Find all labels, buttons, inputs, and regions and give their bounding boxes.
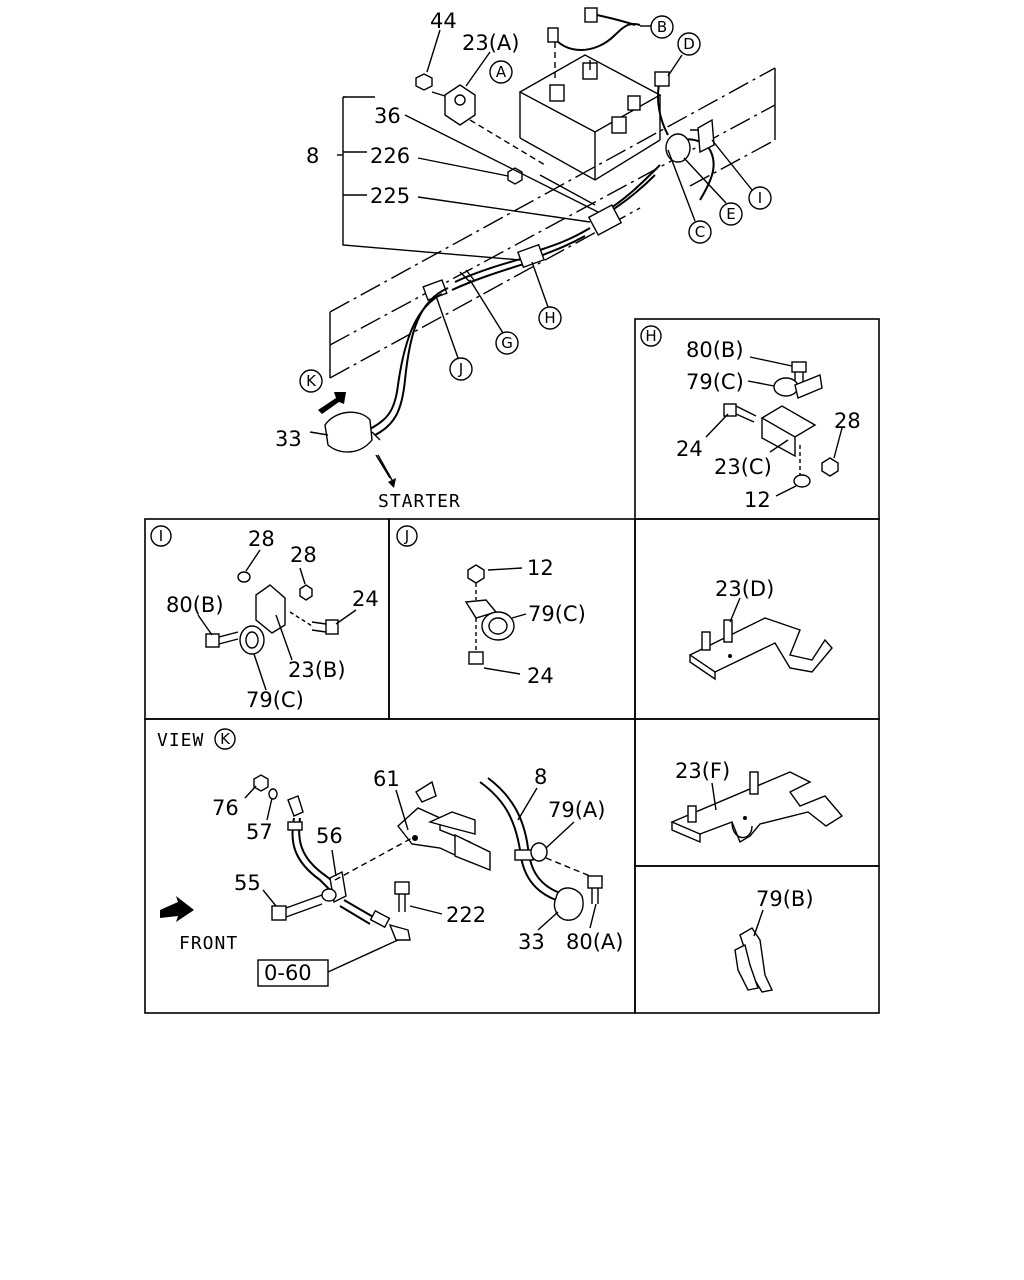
- view-k-ref-box: 0-60: [264, 961, 312, 985]
- view-k-222: 222: [446, 903, 486, 927]
- panel-i-28a: 28: [248, 527, 275, 551]
- circle-ref-d: D: [667, 32, 701, 77]
- svg-text:D: D: [683, 35, 695, 53]
- callout-226: 226: [370, 144, 410, 168]
- panel-i-80b: 80(B): [166, 593, 224, 617]
- callout-44: 44: [430, 9, 457, 33]
- callout-8: 8: [306, 144, 319, 168]
- svg-text:E: E: [726, 205, 735, 223]
- svg-text:B: B: [657, 18, 667, 36]
- panel-j-24: 24: [527, 664, 554, 688]
- panel-79b: 79(B): [734, 887, 814, 993]
- svg-text:J: J: [458, 360, 463, 378]
- view-k-ref: K: [220, 730, 231, 748]
- circle-ref-j: J: [435, 295, 473, 381]
- panel-79b-label: 79(B): [756, 887, 814, 911]
- panel-h-24: 24: [676, 437, 703, 461]
- panel-h-80b: 80(B): [686, 338, 744, 362]
- panel-h-28: 28: [834, 409, 861, 433]
- callout-33: 33: [275, 427, 302, 451]
- panel-23f: 23(F): [670, 759, 844, 844]
- view-k-76: 76: [212, 796, 239, 820]
- panel-i: I 28 28 80(B) 24 23(B) 79(C): [150, 525, 379, 712]
- panel-h-12: 12: [744, 488, 771, 512]
- circle-ref-b: B: [640, 15, 674, 39]
- panel-i-28b: 28: [290, 543, 317, 567]
- panel-23d-label: 23(D): [715, 577, 774, 601]
- panel-view-k: VIEW K: [157, 728, 623, 987]
- view-k-8: 8: [534, 765, 547, 789]
- main-assembly: 44 23(A) 36 8 226 225 33 STARTER A B D C: [275, 7, 776, 512]
- view-k-57: 57: [246, 820, 273, 844]
- panel-23d: 23(D): [688, 577, 833, 681]
- view-k-front: FRONT: [179, 933, 238, 954]
- callout-23a: 23(A): [462, 31, 519, 55]
- panel-79b-frame: [634, 865, 880, 1014]
- panel-i-ref: I: [159, 527, 163, 545]
- svg-text:K: K: [306, 372, 317, 390]
- panel-j-12: 12: [527, 556, 554, 580]
- panel-h-79c: 79(C): [686, 370, 744, 394]
- view-k-33: 33: [518, 930, 545, 954]
- circle-ref-h: H: [531, 261, 562, 330]
- view-k-55: 55: [234, 871, 261, 895]
- circle-ref-c: C: [667, 149, 712, 244]
- svg-text:C: C: [695, 223, 705, 241]
- starter-label: STARTER: [378, 491, 461, 512]
- panel-j-79c: 79(C): [528, 602, 586, 626]
- circle-ref-i: I: [711, 139, 772, 210]
- panel-h-ref: H: [645, 327, 656, 345]
- panel-i-23b: 23(B): [288, 658, 346, 682]
- view-k-79a: 79(A): [548, 798, 605, 822]
- panel-h-23c: 23(C): [714, 455, 772, 479]
- panel-h: H 80(B) 79(C) 28 24 23(C) 12: [640, 325, 861, 512]
- svg-text:I: I: [758, 189, 762, 207]
- panel-view-k-frame: [144, 718, 636, 1014]
- svg-text:G: G: [501, 334, 513, 352]
- view-k-61: 61: [373, 767, 400, 791]
- panel-23d-frame: [634, 518, 880, 720]
- circle-ref-g: G: [469, 279, 519, 355]
- svg-text:A: A: [496, 63, 507, 81]
- svg-text:H: H: [544, 309, 555, 327]
- circle-ref-k: K: [299, 369, 323, 393]
- panel-j-ref: J: [404, 527, 409, 545]
- view-k-80a: 80(A): [566, 930, 623, 954]
- view-k-56: 56: [316, 824, 343, 848]
- callout-36: 36: [374, 104, 401, 128]
- view-k-title: VIEW: [157, 730, 204, 751]
- panel-i-79c: 79(C): [246, 688, 304, 712]
- panel-j: J 12 79(C) 24: [396, 525, 586, 688]
- panel-i-24: 24: [352, 587, 379, 611]
- circle-ref-a: A: [489, 60, 513, 84]
- panel-23f-label: 23(F): [675, 759, 730, 783]
- callout-225: 225: [370, 184, 410, 208]
- circle-ref-e: E: [683, 157, 743, 226]
